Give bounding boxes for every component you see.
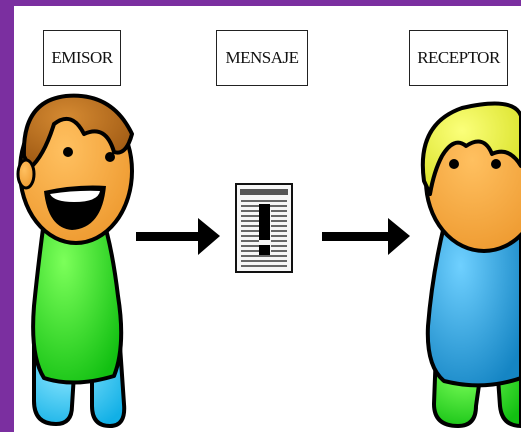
diagram-canvas [16, 93, 521, 428]
sender-label: EMISOR [43, 30, 121, 86]
receiver-hair [420, 101, 521, 196]
receiver-head [420, 101, 521, 253]
diagram-panel: EMISOR MENSAJE RECEPTOR [14, 6, 521, 432]
receiver-label: RECEPTOR [409, 30, 508, 86]
arrow-right-icon [322, 218, 410, 255]
receiver-figure [420, 101, 521, 428]
sender-figure [16, 93, 134, 428]
arrow-right-icon [136, 218, 220, 255]
document-exclamation-icon [235, 183, 293, 273]
sender-hair [21, 93, 134, 170]
sender-head [16, 93, 134, 245]
message-label: MENSAJE [216, 30, 308, 86]
